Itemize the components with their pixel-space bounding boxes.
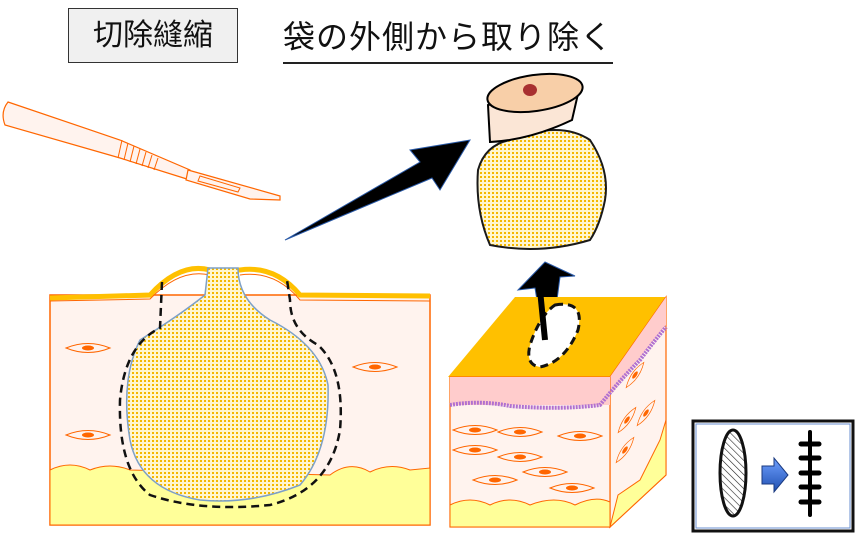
removal-arrow-icon	[284, 139, 471, 241]
skin-block	[448, 289, 668, 529]
skin-cross-section	[49, 265, 431, 526]
blue-arrow-icon	[761, 456, 789, 494]
suture-icon	[798, 430, 822, 517]
closure-inset	[691, 419, 855, 533]
scalpel-icon	[2, 101, 281, 201]
excised-cyst	[476, 72, 607, 250]
excision-ellipse-icon	[718, 428, 748, 518]
page-title: 袋の外側から取り除く	[283, 12, 614, 64]
procedure-label: 切除縫縮	[68, 8, 238, 63]
